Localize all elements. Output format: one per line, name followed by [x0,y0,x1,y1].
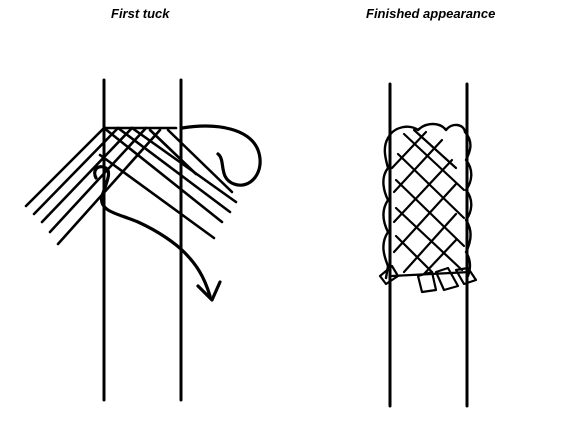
finished-appearance-caption: Finished appearance [366,6,496,21]
tuck-strand-curve [180,124,262,187]
tuck-strand-lower [93,165,212,298]
splice-outline-right [463,130,473,278]
strands-down-right [98,126,238,240]
arrow-head-icon [196,280,222,302]
first-tuck-caption: First tuck [111,6,170,21]
strands-down-left [24,126,162,246]
splice-outline-left [382,136,390,280]
strand-ends [378,264,478,294]
first-tuck-illustration [24,78,262,402]
splice-outline-top [386,122,467,140]
braid-strands-right [394,128,466,274]
finished-appearance-illustration [378,82,478,408]
